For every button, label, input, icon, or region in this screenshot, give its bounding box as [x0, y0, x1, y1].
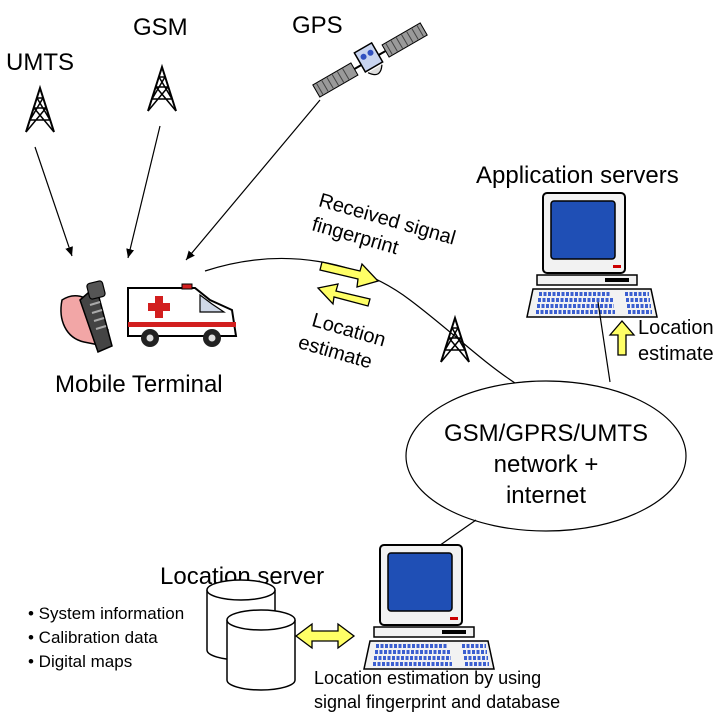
gsm-tower-icon — [147, 66, 177, 112]
database-icon-2 — [226, 609, 296, 691]
gps-signal-arrow — [185, 99, 321, 261]
bottom-caption-line2: signal fingerprint and database — [314, 692, 560, 712]
app-location-estimate-line1: Location — [638, 317, 714, 339]
network-label-line1: GSM/GPRS/UMTS — [444, 420, 648, 447]
network-tower-icon — [440, 317, 470, 363]
location-server-computer-icon — [362, 543, 496, 671]
network-label-line3: internet — [506, 482, 586, 509]
app-location-estimate-line2: estimate — [638, 343, 714, 365]
bullet-calibration-data: • Calibration data — [28, 628, 158, 647]
network-cloud — [405, 380, 687, 532]
gps-label: GPS — [292, 12, 343, 39]
satellite-icon — [312, 22, 428, 98]
bottom-caption-line1: Location estimation by using — [314, 668, 541, 688]
mobile-phone-icon — [60, 280, 113, 354]
bullet-digital-maps: • Digital maps — [28, 652, 132, 671]
app-location-estimate-arrow — [608, 320, 636, 356]
ambulance-icon — [127, 283, 238, 347]
database-link-arrow — [294, 622, 356, 650]
mobile-terminal-label: Mobile Terminal — [55, 371, 223, 398]
terminal-network-link — [204, 257, 516, 384]
gsm-label: GSM — [133, 14, 188, 41]
location-estimate-arrow — [316, 283, 371, 307]
network-appserver-link — [597, 301, 611, 383]
network-locserver-link — [435, 519, 477, 549]
application-server-computer-icon — [525, 191, 659, 319]
umts-tower-icon — [25, 87, 55, 133]
fingerprint-arrow — [319, 261, 380, 288]
gsm-signal-arrow — [126, 125, 161, 259]
network-label-line2: network + — [494, 451, 599, 478]
bullet-system-information: • System information — [28, 604, 184, 623]
umts-signal-arrow — [34, 146, 73, 257]
umts-label: UMTS — [6, 49, 74, 76]
application-servers-label: Application servers — [476, 162, 679, 189]
